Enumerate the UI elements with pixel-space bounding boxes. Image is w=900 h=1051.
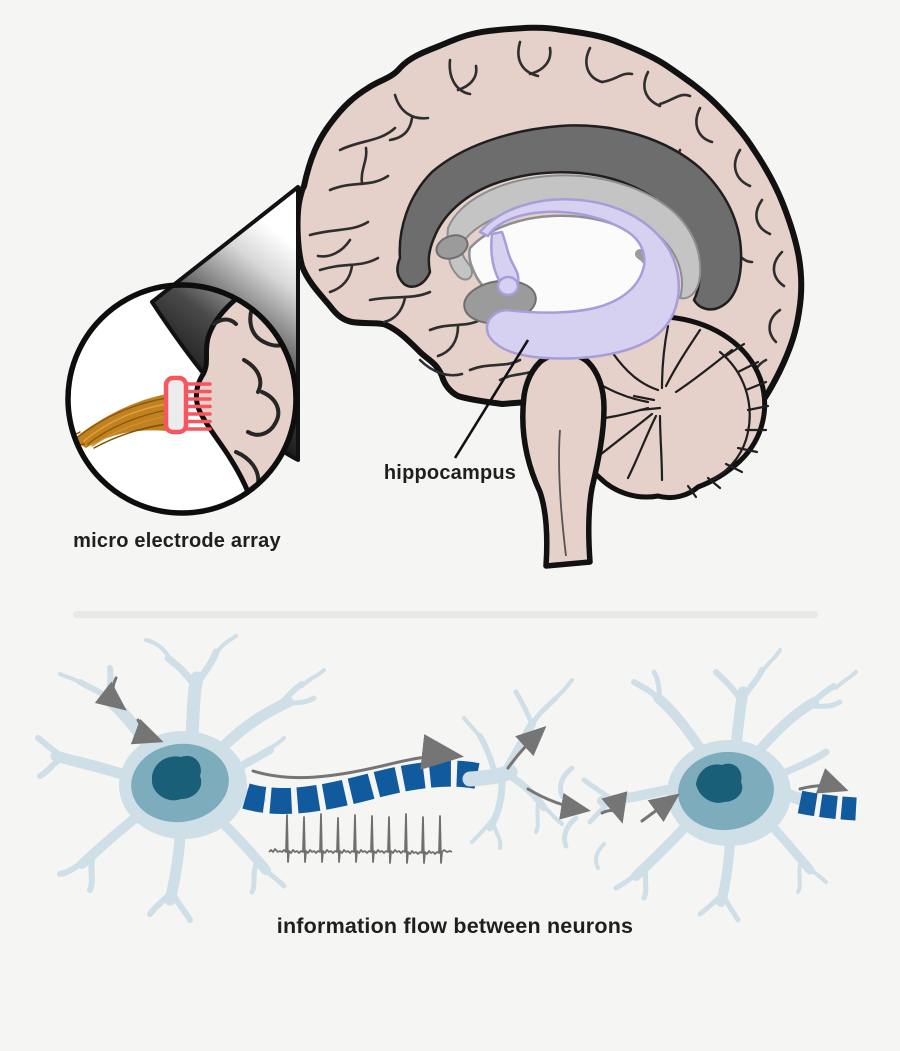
axon-terminal	[462, 678, 574, 850]
neuron-right-nucleus	[696, 763, 743, 803]
signal-arrows	[94, 676, 849, 824]
neuron-left-nucleus	[152, 755, 202, 801]
brain-illustration	[294, 24, 805, 569]
hippocampus-leader-line	[453, 339, 530, 459]
information-flow-caption: information flow between neurons	[276, 914, 634, 938]
hippocampus-label: hippocampus	[383, 462, 517, 484]
brainstem	[520, 351, 607, 569]
magnifier-circle-stroke	[65, 282, 299, 516]
corpus-callosum	[396, 124, 743, 311]
magnifier	[65, 185, 300, 516]
thalamus-blob-a	[435, 234, 469, 260]
synapse-gap-dendrites	[557, 765, 606, 870]
hippocampus-highlight	[478, 198, 680, 360]
micro-electrode-array-label: micro electrode array	[73, 530, 281, 552]
myelinated-axon-left	[242, 760, 480, 814]
panel-divider	[73, 611, 818, 618]
micro-electrode-array-graphic	[163, 375, 212, 435]
myelinated-axon-right	[797, 790, 857, 821]
spike-train-waveform	[268, 813, 453, 864]
neurons-panel	[35, 634, 858, 923]
